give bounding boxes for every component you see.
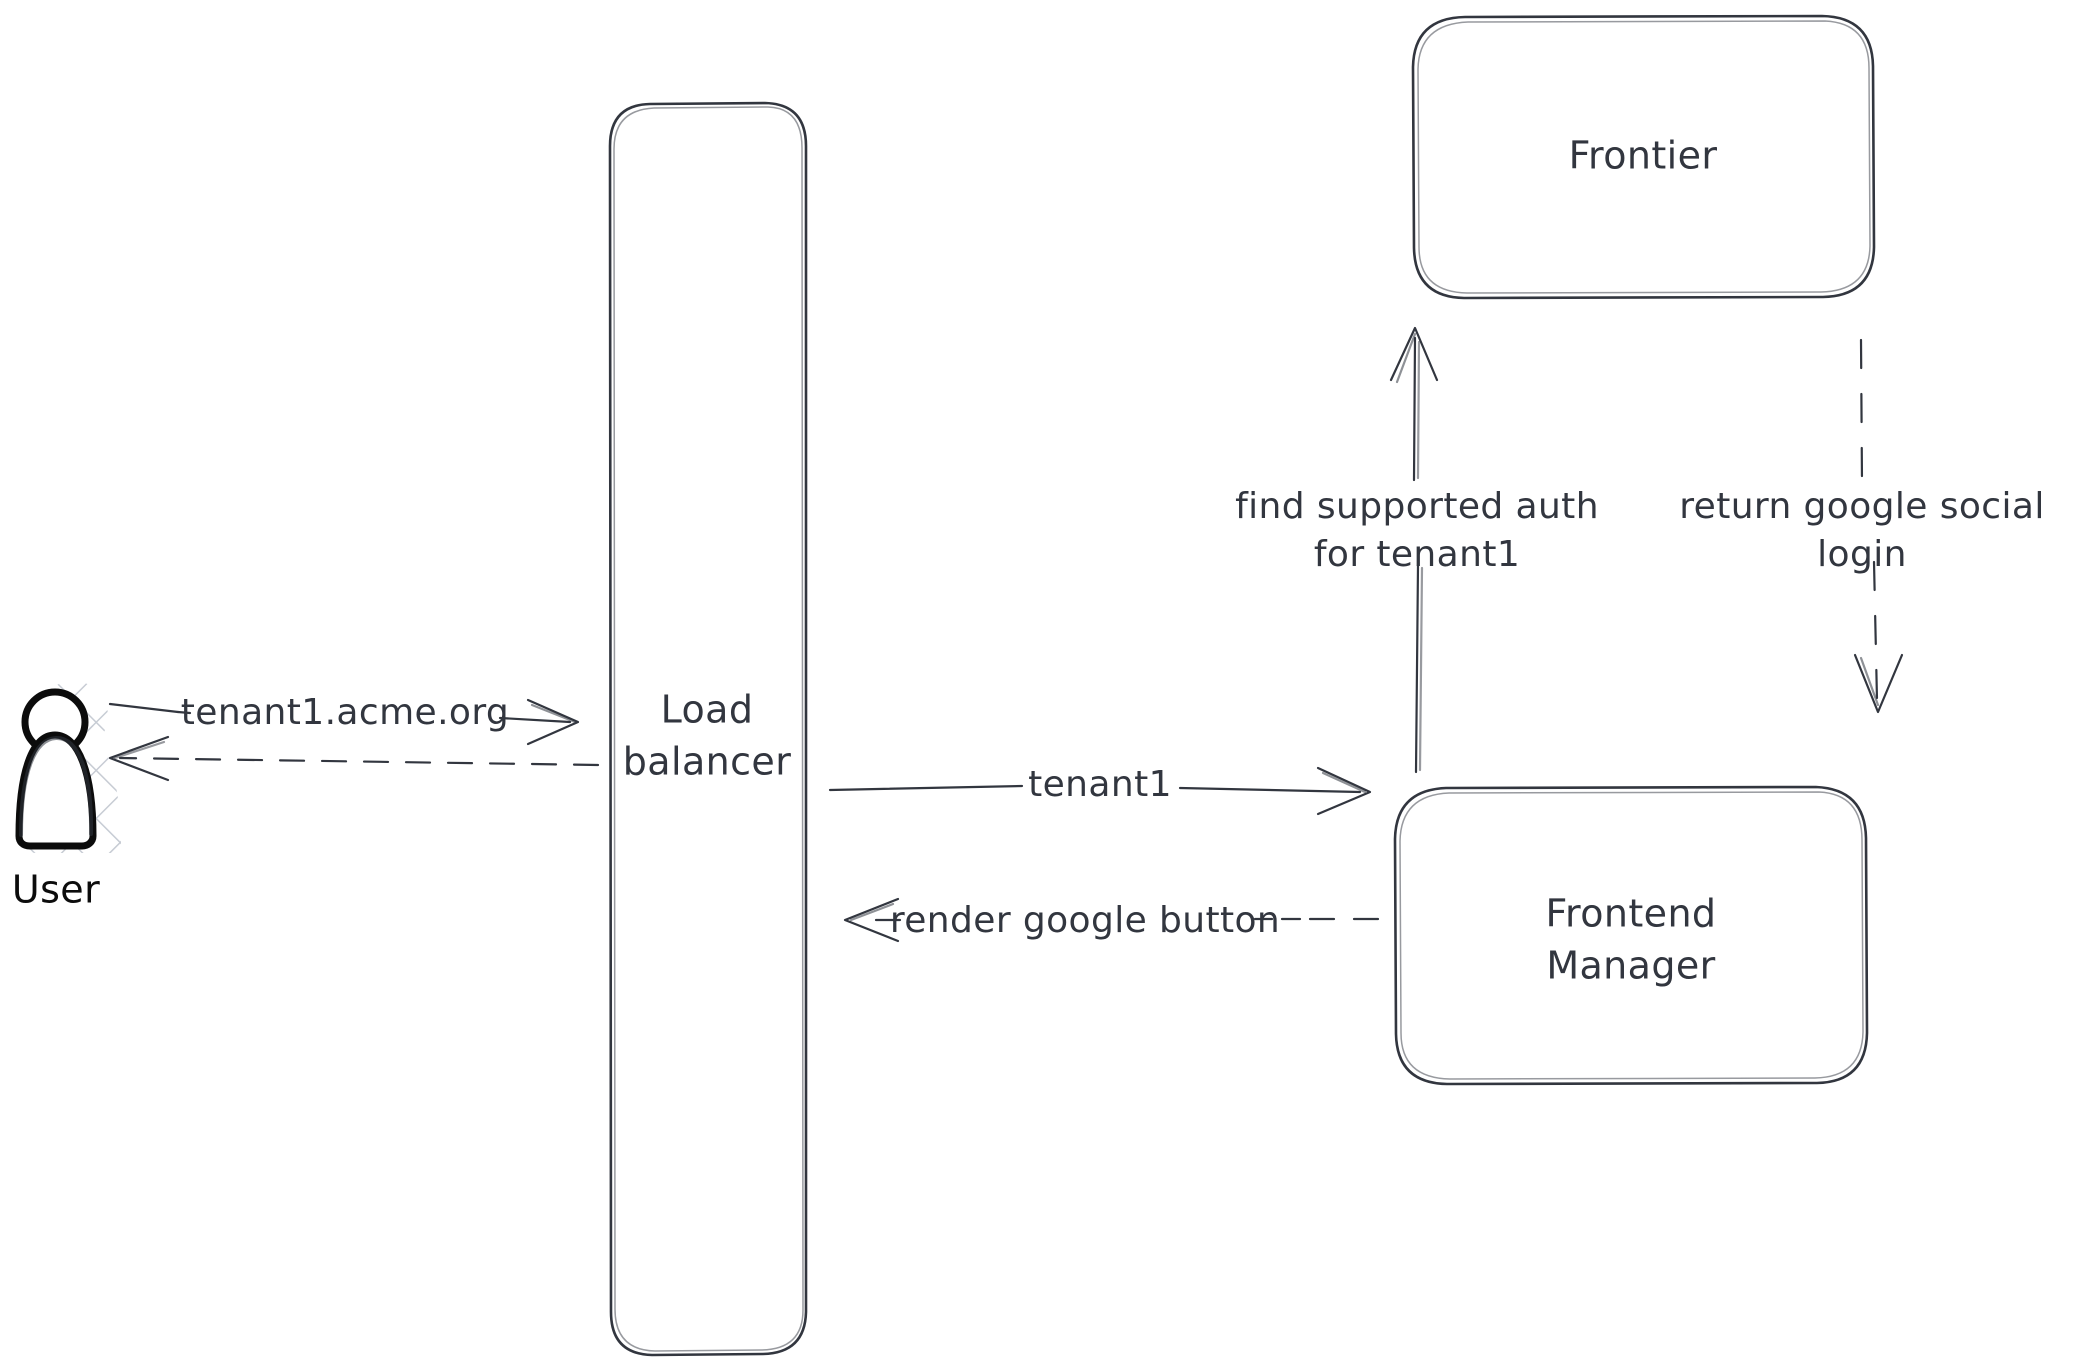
node-user[interactable]: User (12, 681, 121, 912)
edge-frontier-to-fm: return google social login (1679, 338, 2045, 714)
node-load-balancer[interactable]: Load balancer (608, 101, 808, 1357)
node-user-label: User (12, 868, 100, 912)
edge-fm-to-lb-label: render google button (890, 900, 1280, 941)
node-load-balancer-label-line1: Load (661, 688, 754, 732)
node-frontend-manager[interactable]: Frontend Manager (1393, 785, 1869, 1086)
edge-fm-to-frontier-label-line1: find supported auth (1235, 486, 1599, 527)
user-body-icon (15, 731, 97, 850)
node-frontier-label: Frontier (1569, 134, 1718, 178)
edge-frontier-to-fm-label-line1: return google social (1679, 486, 2045, 527)
node-frontend-manager-label-line2: Manager (1546, 944, 1715, 988)
edge-user-to-lb: tenant1.acme.org (108, 692, 580, 746)
edge-lb-to-fm-label: tenant1 (1028, 764, 1172, 805)
node-load-balancer-label-line2: balancer (623, 740, 791, 784)
node-frontier[interactable]: Frontier (1411, 14, 1876, 300)
edge-user-to-lb-label: tenant1.acme.org (181, 692, 509, 733)
edge-fm-to-frontier-label-line2: for tenant1 (1314, 534, 1520, 575)
edge-lb-to-fm: tenant1 (828, 764, 1372, 816)
edge-fm-to-frontier: find supported auth for tenant1 (1235, 326, 1599, 774)
node-frontend-manager-label-line1: Frontend (1546, 892, 1717, 936)
edge-fm-to-lb: render google button (843, 897, 1380, 943)
edge-frontier-to-fm-label-line2: login (1817, 534, 1907, 575)
edge-lb-to-user (108, 735, 600, 782)
